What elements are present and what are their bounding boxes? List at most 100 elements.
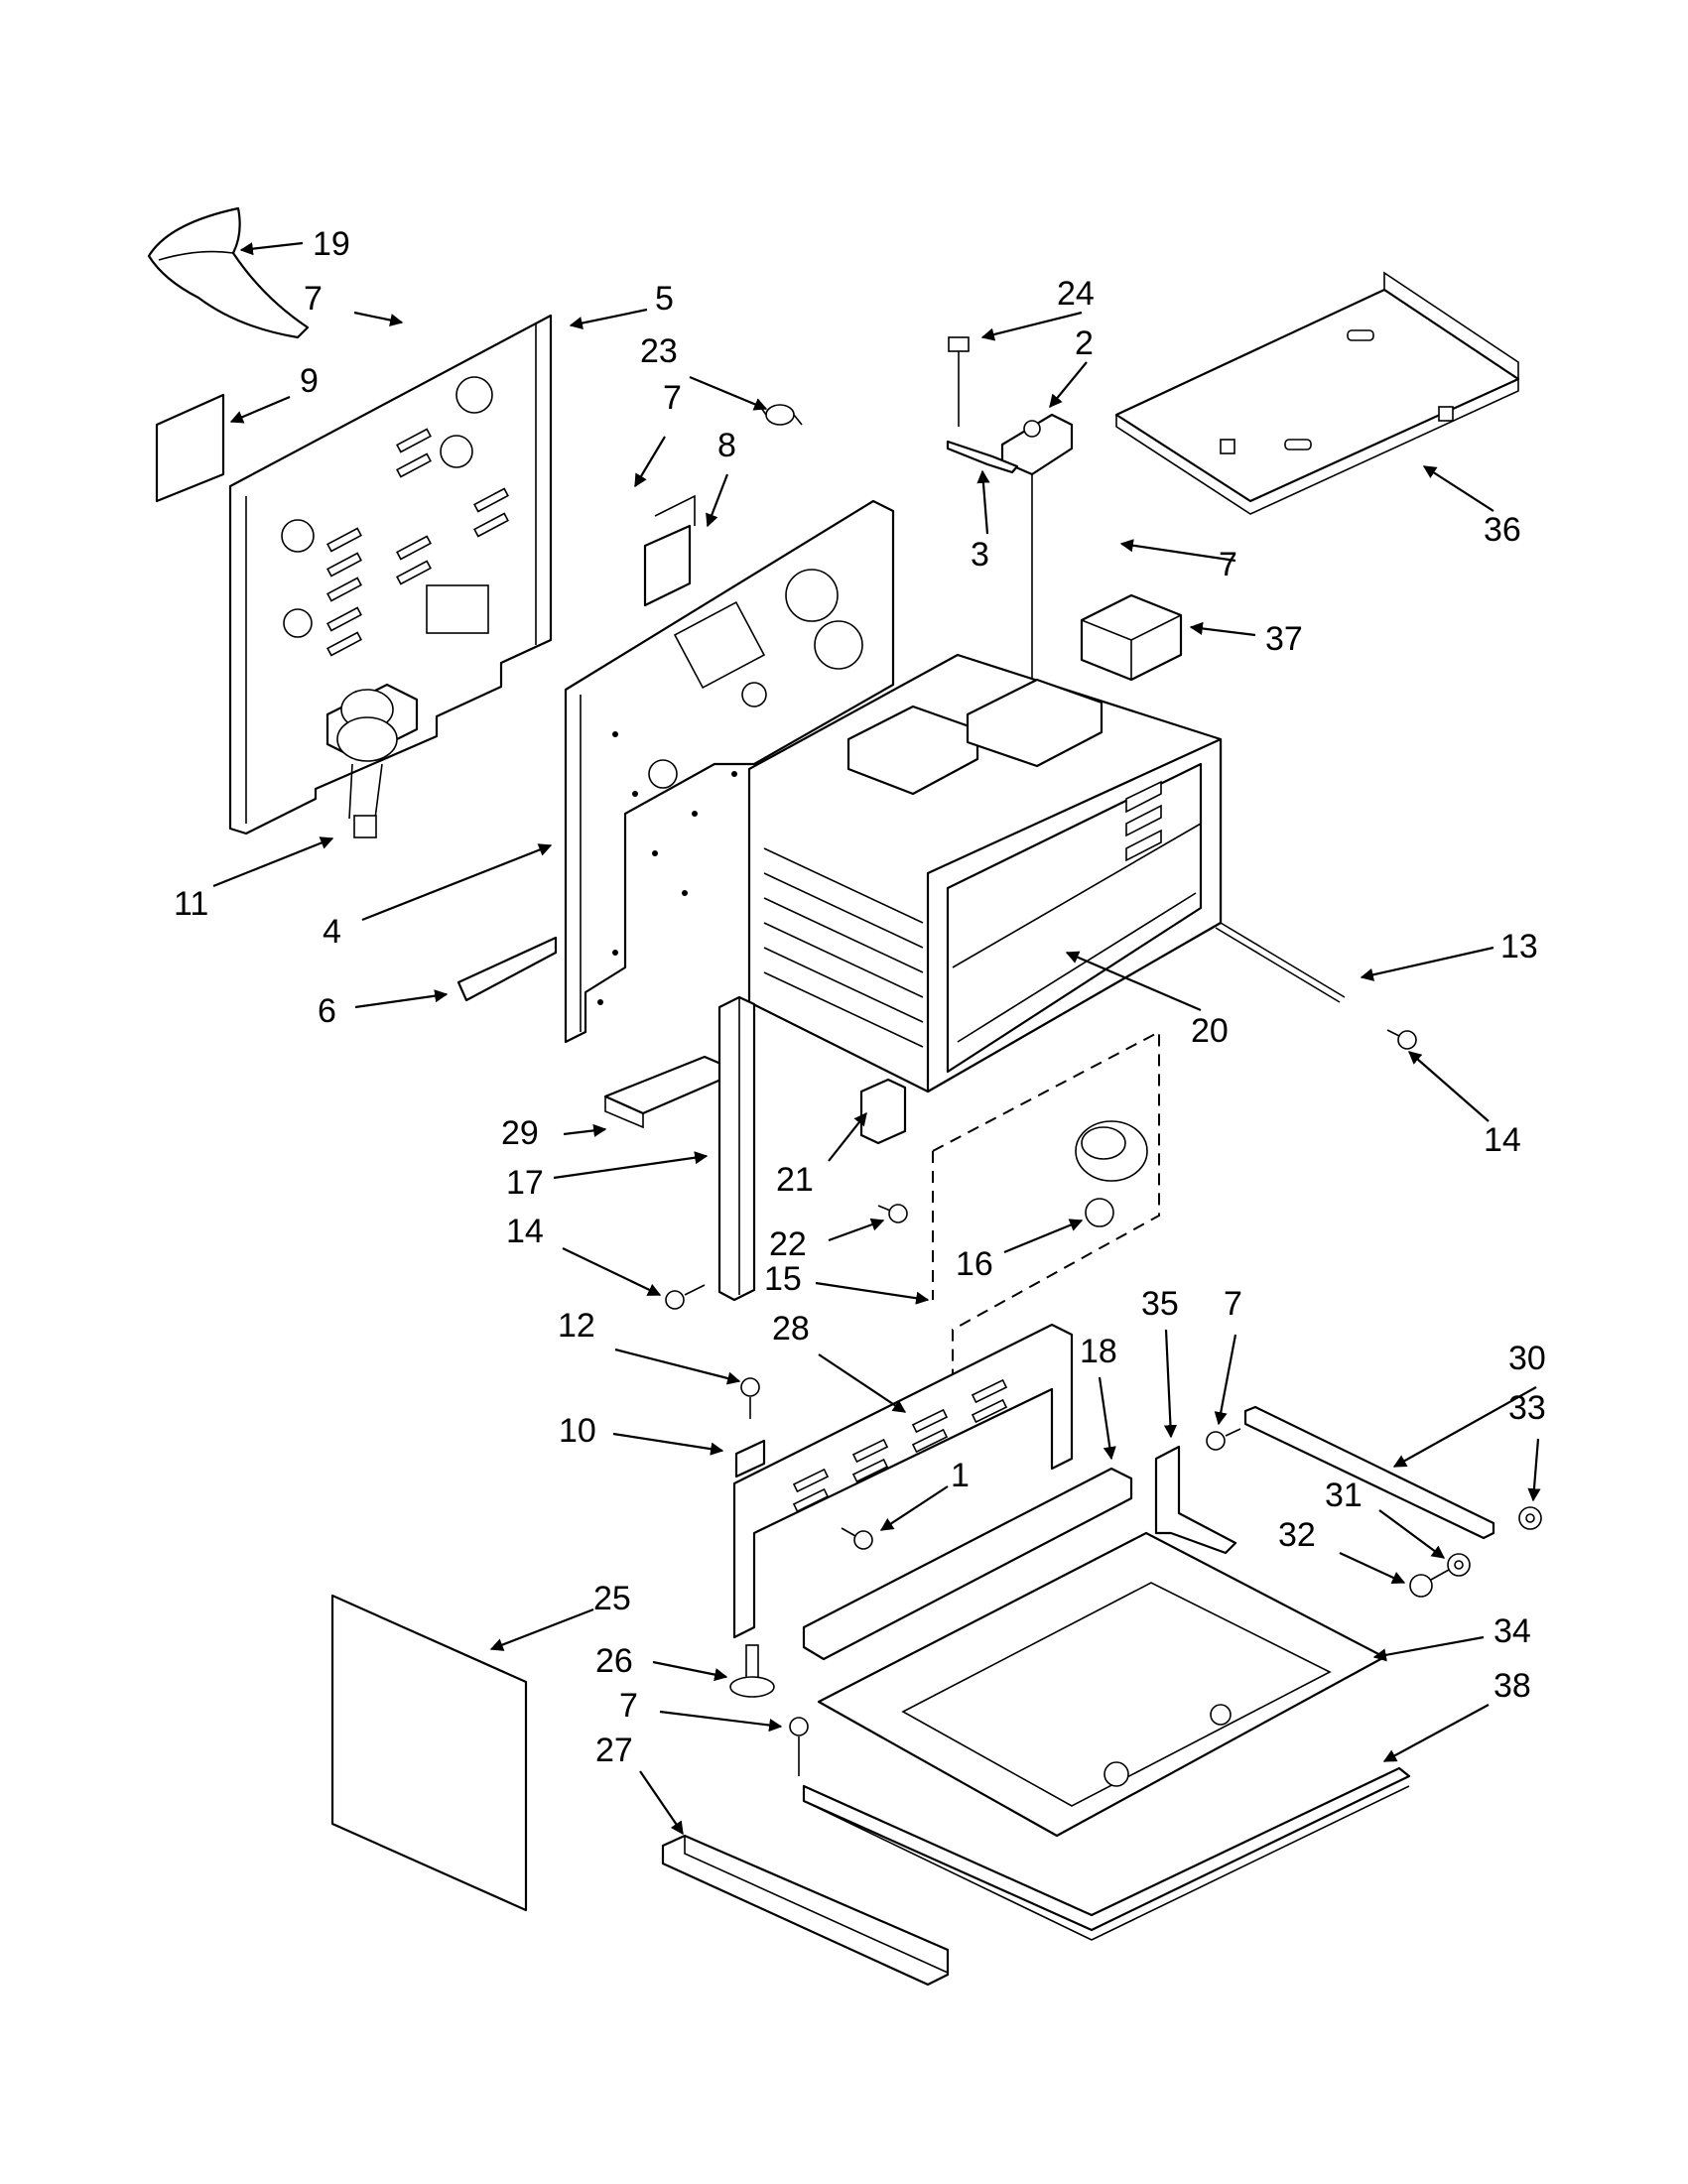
callout-38: 38 xyxy=(1493,1667,1531,1705)
part-leveling-bracket xyxy=(1154,1445,1237,1555)
callout-1: 1 xyxy=(951,1457,970,1494)
part-toe-kick xyxy=(661,1834,950,1987)
leader-7a xyxy=(353,311,404,327)
leader-34 xyxy=(1372,1635,1485,1662)
leader-20 xyxy=(1065,951,1202,1012)
rear-panel-louvers xyxy=(326,428,509,657)
leader-7e xyxy=(659,1710,783,1733)
callout-26: 26 xyxy=(595,1642,633,1680)
leader-18 xyxy=(1098,1376,1116,1461)
leader-13 xyxy=(1360,946,1494,981)
part-screw-right xyxy=(1386,1029,1417,1050)
leader-4 xyxy=(361,843,553,922)
callout-31: 31 xyxy=(1325,1477,1363,1514)
leader-33 xyxy=(1527,1438,1541,1502)
leader-21 xyxy=(828,1111,867,1162)
callout-10: 10 xyxy=(559,1412,596,1450)
side-panel-rivets xyxy=(597,731,737,1005)
leader-38 xyxy=(1382,1704,1490,1762)
callout-2: 2 xyxy=(1075,324,1094,362)
callout-7: 7 xyxy=(663,379,682,417)
front-frame-slots xyxy=(792,1378,1008,1513)
leader-10 xyxy=(612,1432,724,1456)
callout-34: 34 xyxy=(1493,1612,1531,1650)
callout-20: 20 xyxy=(1191,1012,1229,1050)
part-front-rail xyxy=(802,1467,1133,1661)
callout-37: 37 xyxy=(1265,620,1303,658)
leader-14a xyxy=(1408,1051,1490,1122)
callout-30: 30 xyxy=(1508,1340,1546,1377)
leader-31 xyxy=(1378,1509,1446,1559)
part-rod xyxy=(1215,922,1346,1003)
leader-2 xyxy=(1049,361,1088,409)
part-leveling-leg xyxy=(729,1644,775,1698)
part-light-housing xyxy=(1075,1120,1148,1182)
callout-5: 5 xyxy=(655,280,674,318)
leader-28 xyxy=(818,1353,907,1413)
callout-19: 19 xyxy=(313,225,350,263)
leader-12 xyxy=(614,1348,741,1385)
callout-17: 17 xyxy=(506,1164,544,1202)
part-bolt xyxy=(1409,1569,1450,1598)
part-washer xyxy=(1447,1553,1471,1577)
callout-33: 33 xyxy=(1508,1389,1546,1427)
callout-7: 7 xyxy=(1219,546,1237,583)
callout-3: 3 xyxy=(971,536,989,574)
part-light-bulb xyxy=(1085,1198,1114,1227)
leader-30 xyxy=(1392,1386,1537,1468)
part-vertical-channel xyxy=(717,995,756,1302)
leader-16 xyxy=(1003,1219,1084,1254)
leader-9 xyxy=(229,395,291,424)
leader-1 xyxy=(879,1485,949,1531)
cavity-rack-guides xyxy=(763,847,924,1048)
leader-3 xyxy=(976,469,990,535)
leader-14b xyxy=(562,1247,662,1296)
callout-28: 28 xyxy=(772,1310,810,1348)
leader-24 xyxy=(980,311,1083,341)
callout-27: 27 xyxy=(595,1732,633,1769)
part-side-cover xyxy=(330,1594,528,1912)
part-terminal-block xyxy=(1080,593,1183,682)
callout-4: 4 xyxy=(323,913,341,951)
callout-35: 35 xyxy=(1141,1285,1179,1323)
part-small-panel xyxy=(155,393,225,503)
callout-7: 7 xyxy=(619,1687,638,1725)
callout-16: 16 xyxy=(956,1245,993,1283)
part-nut xyxy=(1518,1506,1542,1530)
part-side-rail xyxy=(1243,1405,1495,1540)
callout-14: 14 xyxy=(1484,1121,1521,1159)
leader-11 xyxy=(212,836,334,888)
callout-labels: 19 7 5 9 23 7 8 24 2 3 36 7 37 11 4 6 13… xyxy=(174,225,1546,1769)
leader-7b xyxy=(634,436,666,488)
callout-7: 7 xyxy=(1224,1285,1242,1323)
leader-6 xyxy=(354,989,449,1009)
callout-24: 24 xyxy=(1057,275,1095,313)
leader-17 xyxy=(553,1151,709,1180)
part-screw-22 xyxy=(877,1204,908,1223)
part-screw-1 xyxy=(841,1527,873,1550)
leader-lines xyxy=(212,241,1541,1836)
leader-29 xyxy=(563,1123,607,1137)
leader-15 xyxy=(815,1281,930,1305)
part-screw-12 xyxy=(740,1377,760,1419)
part-switch xyxy=(859,1078,907,1145)
leader-7d xyxy=(1214,1334,1237,1426)
leader-35 xyxy=(1163,1329,1178,1439)
callout-12: 12 xyxy=(558,1307,595,1345)
callout-7: 7 xyxy=(304,280,323,318)
callout-36: 36 xyxy=(1484,511,1521,549)
light-assembly-outline xyxy=(932,1030,1160,1379)
leader-27 xyxy=(639,1770,684,1836)
callout-21: 21 xyxy=(776,1161,814,1199)
part-fan-motor xyxy=(325,683,419,838)
callout-8: 8 xyxy=(717,427,736,464)
callout-11: 11 xyxy=(174,885,208,923)
part-top-panel xyxy=(1114,271,1520,515)
part-bottom-plate xyxy=(802,1766,1411,1941)
callout-14: 14 xyxy=(506,1213,544,1250)
leader-5 xyxy=(569,308,648,330)
part-vent-duct xyxy=(147,206,310,339)
part-clip xyxy=(734,1439,766,1478)
callout-15: 15 xyxy=(764,1260,802,1298)
